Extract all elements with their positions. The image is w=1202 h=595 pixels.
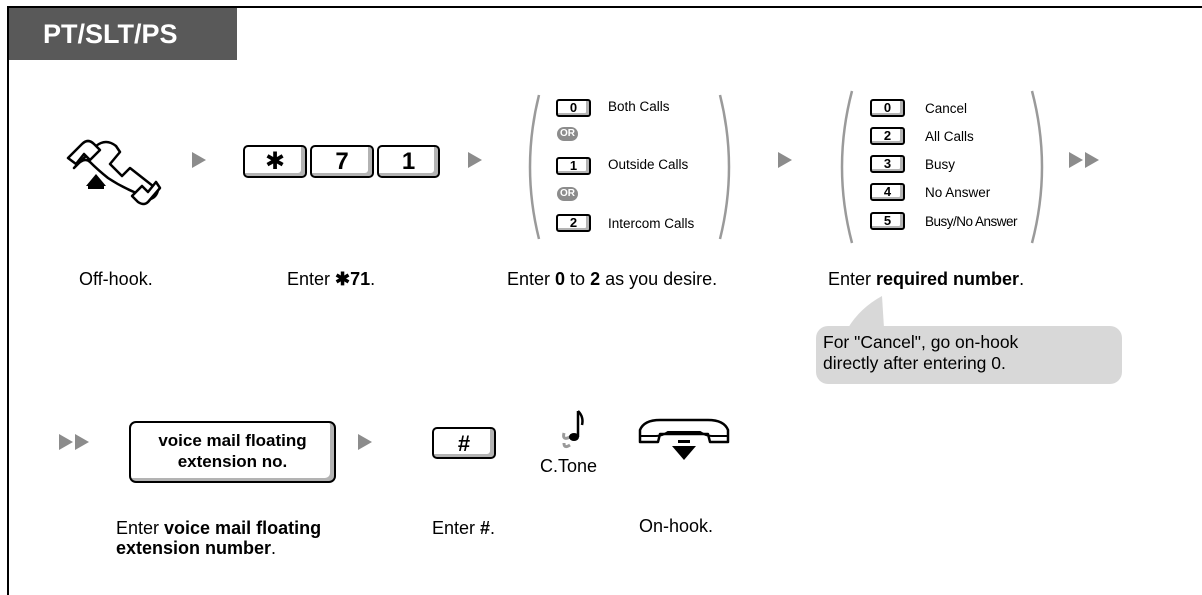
step-enter-code-label: Enter ✱71. bbox=[287, 269, 376, 289]
right-paren-icon bbox=[1030, 90, 1044, 244]
double-arrow-icon bbox=[1069, 152, 1083, 168]
confirmation-tone-icon bbox=[562, 410, 584, 449]
number-key-3: 3 bbox=[870, 155, 905, 173]
step-enter-required-label: Enter required number. bbox=[828, 269, 1025, 289]
choice-label-both: Both Calls bbox=[608, 99, 670, 114]
double-arrow-icon bbox=[1085, 152, 1099, 168]
arrow-icon bbox=[468, 152, 482, 168]
arrow-icon bbox=[778, 152, 792, 168]
voice-mail-floating-extension-box: voice mail floating extension no. bbox=[129, 421, 336, 483]
or-badge: OR bbox=[557, 187, 578, 201]
step-enter-range-label: Enter 0 to 2 as you desire. bbox=[507, 269, 718, 289]
star-key: ✱ bbox=[243, 145, 307, 178]
number-key-5: 5 bbox=[870, 212, 905, 230]
right-paren-icon bbox=[718, 94, 731, 240]
off-hook-handset-icon bbox=[66, 139, 162, 206]
hash-key: # bbox=[432, 427, 496, 459]
step-enter-hash-label: Enter #. bbox=[432, 518, 496, 538]
cancel-note: For "Cancel", go on-hook directly after … bbox=[816, 326, 1122, 384]
left-paren-icon bbox=[840, 90, 854, 244]
step-on-hook-label: On-hook. bbox=[639, 516, 714, 536]
choice-key-0: 0 bbox=[556, 99, 591, 117]
number-label-cancel: Cancel bbox=[925, 101, 968, 116]
double-arrow-icon bbox=[75, 434, 89, 450]
choice-label-intercom: Intercom Calls bbox=[608, 216, 695, 231]
number-label-no-answer: No Answer bbox=[925, 185, 991, 200]
choice-label-outside: Outside Calls bbox=[608, 157, 689, 172]
note-bubble-tail bbox=[848, 296, 884, 328]
left-paren-icon bbox=[528, 94, 541, 240]
choice-key-2: 2 bbox=[556, 214, 591, 232]
choice-key-1: 1 bbox=[556, 157, 591, 175]
number-label-all: All Calls bbox=[925, 129, 974, 144]
number-label-busy: Busy bbox=[925, 157, 956, 172]
number-label-busy-no-answer: Busy/No Answer bbox=[925, 214, 1018, 229]
page-title: PT/SLT/PS bbox=[9, 8, 237, 60]
one-key: 1 bbox=[377, 145, 440, 178]
number-key-4: 4 bbox=[870, 183, 905, 201]
or-badge: OR bbox=[557, 127, 578, 141]
seven-key: 7 bbox=[310, 145, 374, 178]
number-key-0: 0 bbox=[870, 99, 905, 117]
arrow-icon bbox=[192, 152, 206, 168]
tone-label: C.Tone bbox=[540, 456, 598, 476]
step-off-hook-label: Off-hook. bbox=[79, 269, 153, 289]
double-arrow-icon bbox=[59, 434, 73, 450]
diagram-frame bbox=[7, 6, 1202, 595]
on-hook-handset-icon bbox=[638, 418, 730, 460]
arrow-icon bbox=[358, 434, 372, 450]
number-key-2: 2 bbox=[870, 127, 905, 145]
